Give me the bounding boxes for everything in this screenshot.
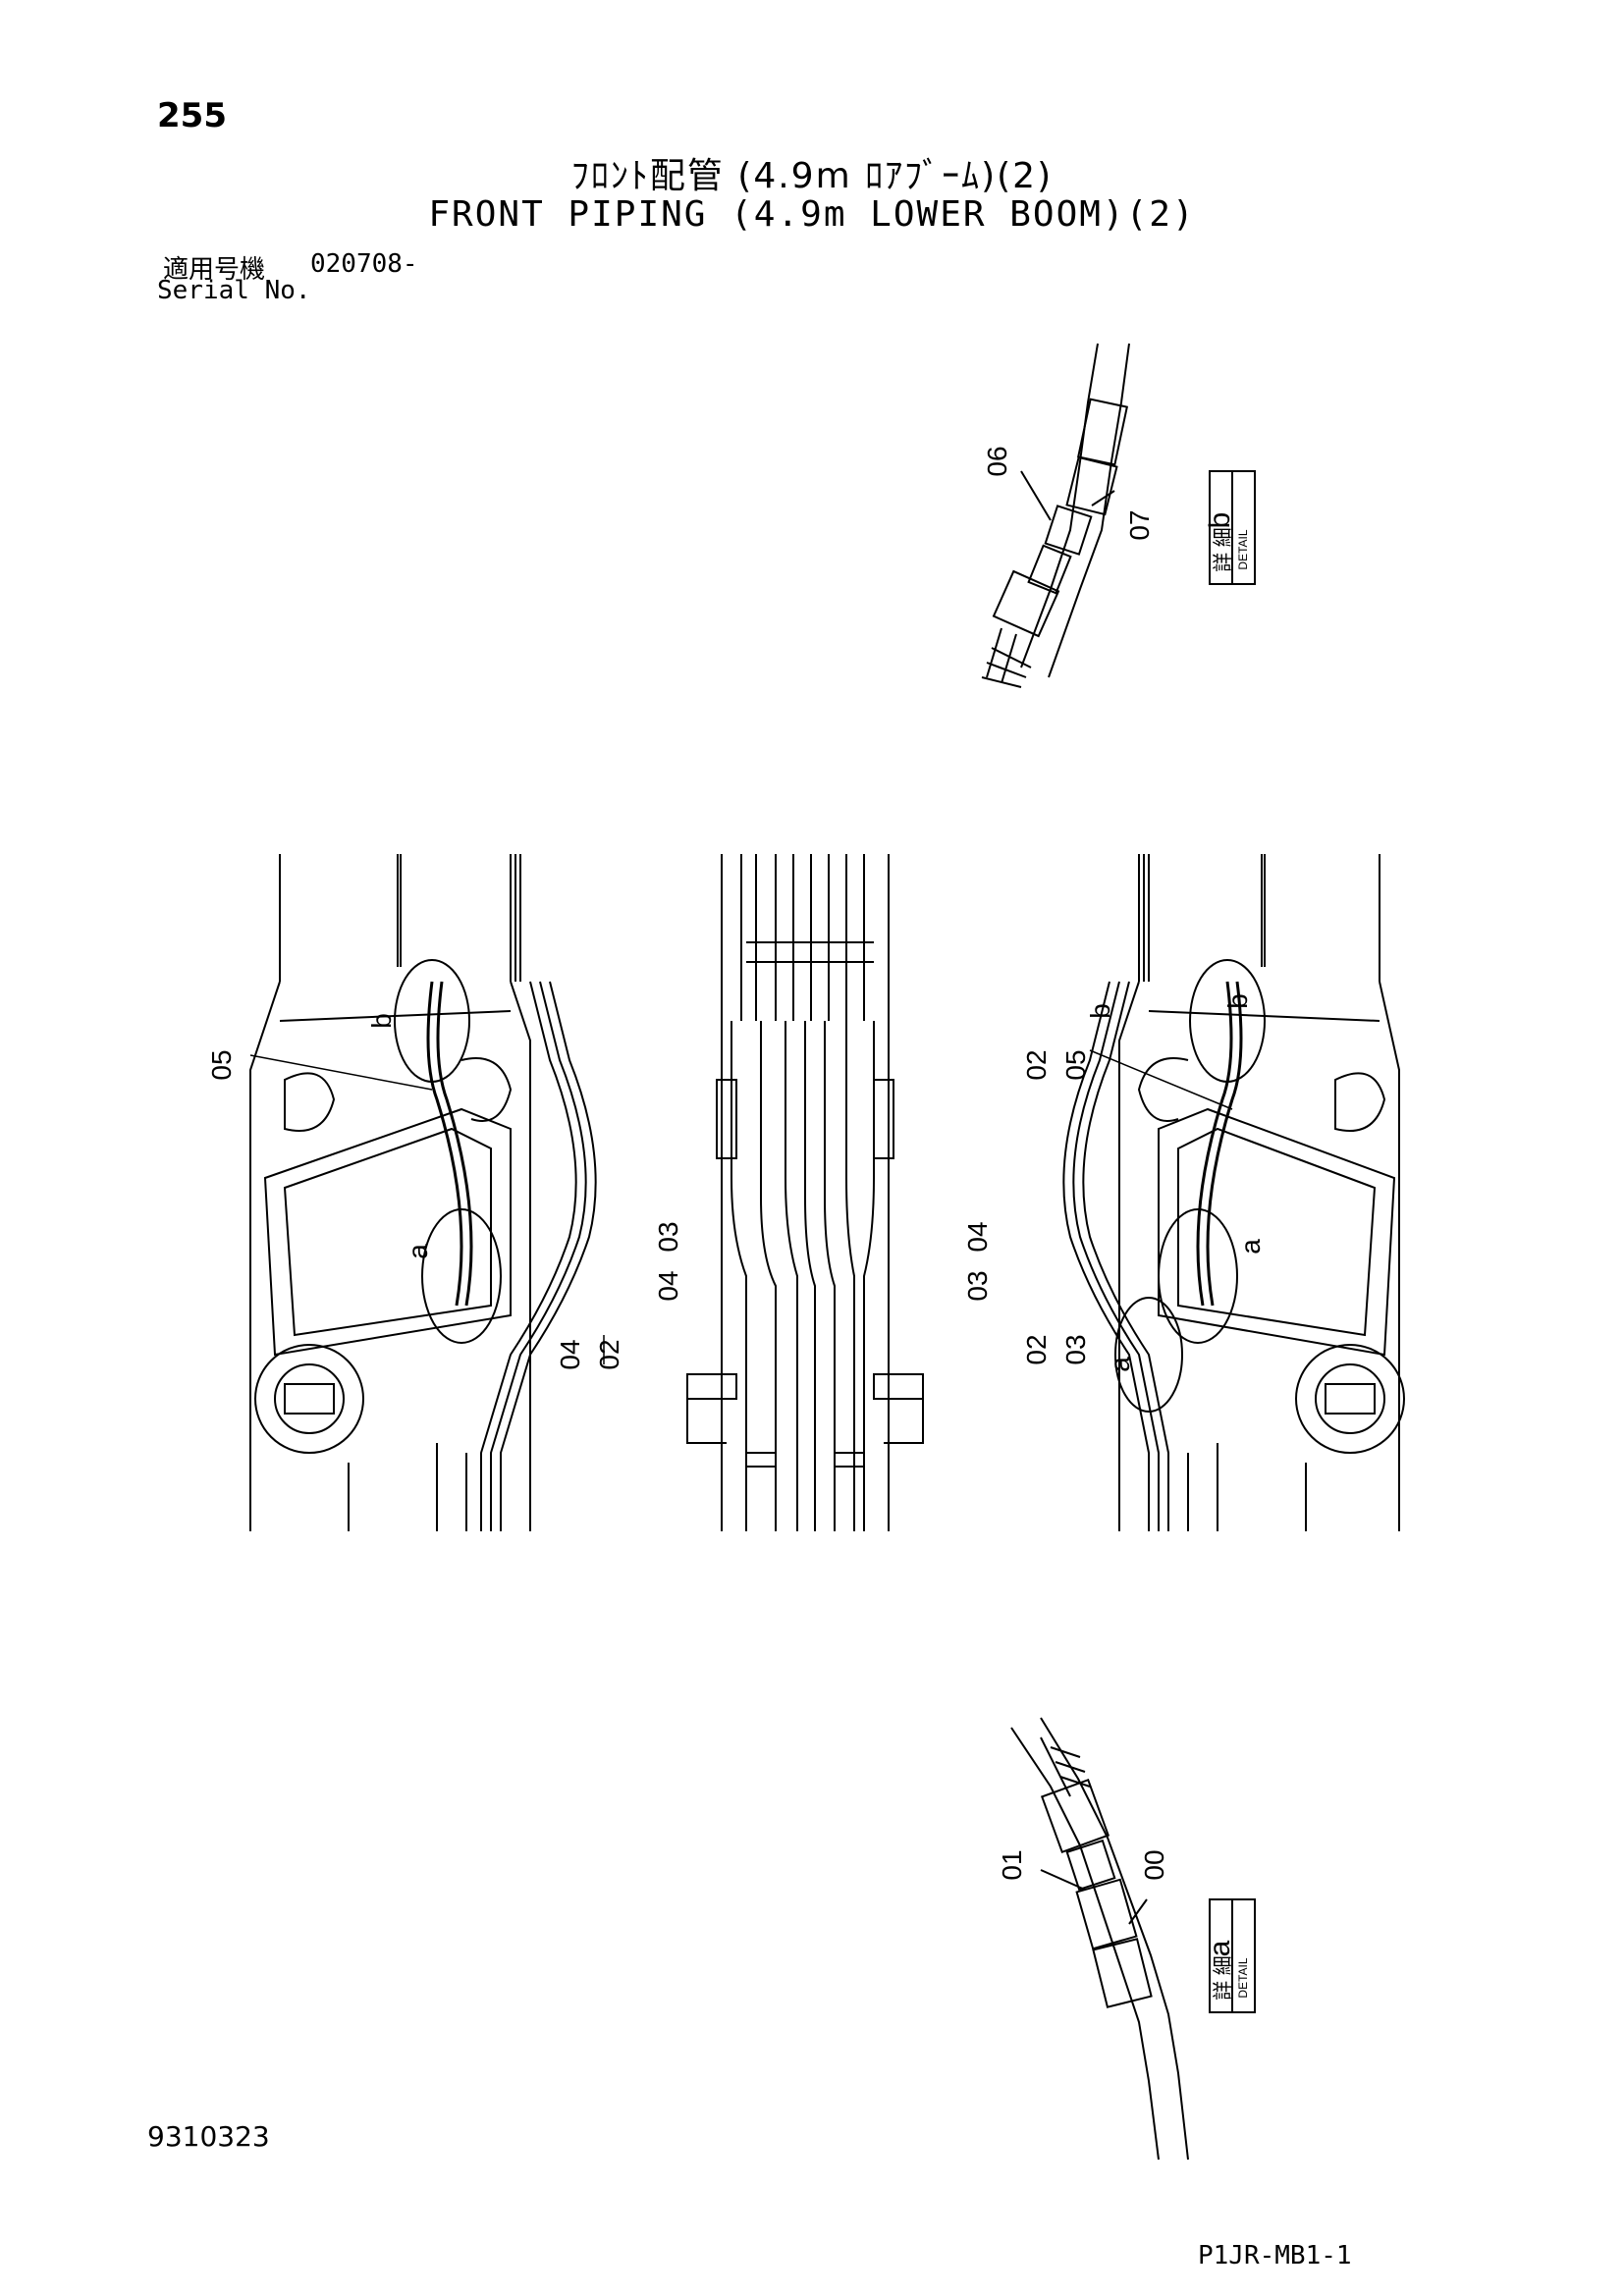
- title-english: FRONT PIPING (4.9m LOWER BOOM)(2): [428, 194, 1196, 235]
- document-code: 9310323: [147, 2120, 270, 2153]
- callout-07: 07: [1124, 509, 1155, 540]
- detail-a-label-jp: 詳 細: [1212, 1955, 1234, 2001]
- right-boom-view: [1062, 854, 1405, 1531]
- title-japanese: ﾌﾛﾝﾄ配管 (4.9m ﾛｱﾌﾞｰﾑ)(2): [570, 156, 1054, 196]
- center-callout-04-right: 04: [962, 1221, 993, 1252]
- left-callout-04: 04: [555, 1339, 585, 1369]
- detail-b-label-jp: 詳 細: [1212, 527, 1234, 572]
- detail-a-label-en: DETAIL: [1236, 1957, 1250, 1998]
- serial-label-japanese: 適用号機: [163, 255, 266, 285]
- right-callout-b-2: b: [1222, 993, 1253, 1009]
- left-boom-view: [249, 854, 597, 1531]
- right-callout-05: 05: [1060, 1049, 1091, 1080]
- center-callout-04-left: 04: [653, 1270, 683, 1301]
- left-callout-b: b: [366, 1013, 397, 1029]
- center-boom-view: [686, 854, 924, 1531]
- center-callout-03-right: 03: [962, 1270, 993, 1301]
- serial-label-english: Serial No.: [157, 276, 311, 305]
- callout-06: 06: [982, 446, 1012, 476]
- left-callout-a: a: [403, 1244, 433, 1259]
- right-callout-02-top: 02: [1021, 1049, 1052, 1080]
- detail-a-drawing: [1010, 1717, 1256, 2161]
- detail-a-letter: a: [1204, 1940, 1236, 1956]
- right-callout-02-bottom: 02: [1021, 1334, 1052, 1364]
- right-callout-a-2: a: [1105, 1357, 1135, 1372]
- left-callout-05: 05: [206, 1049, 237, 1080]
- detail-b-label-en: DETAIL: [1236, 529, 1250, 569]
- detail-b-drawing: [981, 343, 1256, 688]
- right-callout-a-1: a: [1235, 1239, 1266, 1255]
- callout-00: 00: [1139, 1849, 1169, 1880]
- right-callout-03: 03: [1060, 1334, 1091, 1364]
- page-number: 255: [157, 96, 227, 135]
- right-callout-b-1: b: [1085, 1003, 1115, 1019]
- detail-b-letter: b: [1204, 512, 1236, 529]
- sheet-code: P1JR-MB1-1: [1198, 2241, 1352, 2270]
- left-callout-02: 02: [594, 1339, 624, 1369]
- callout-01: 01: [997, 1849, 1027, 1880]
- serial-value: 020708-: [310, 249, 418, 279]
- center-callout-03-left: 03: [653, 1221, 683, 1252]
